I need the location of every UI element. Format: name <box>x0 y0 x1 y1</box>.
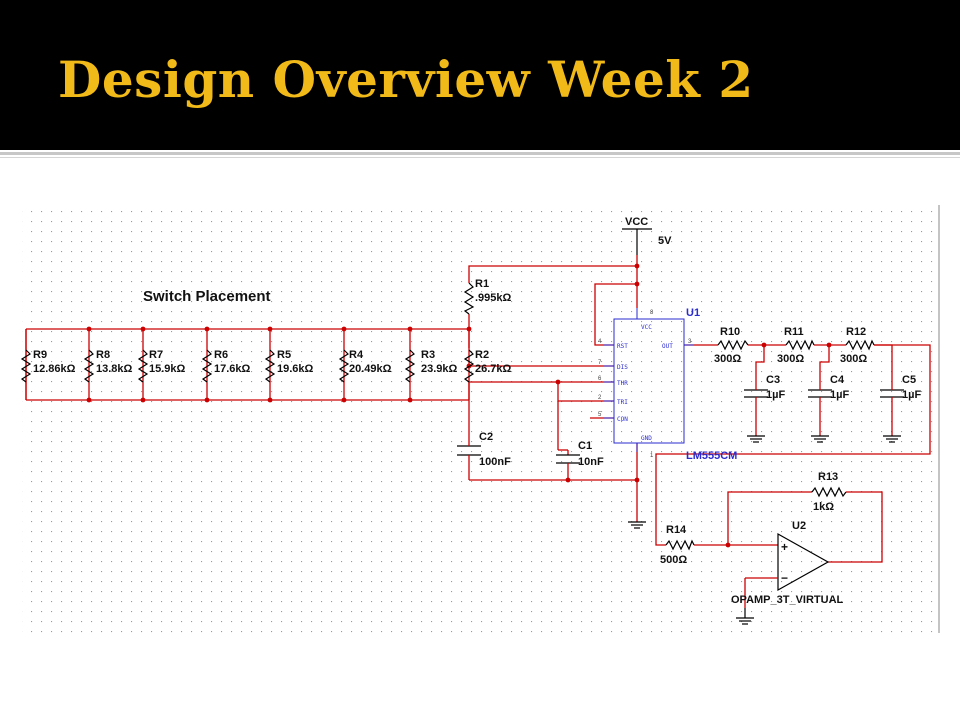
svg-text:C3: C3 <box>766 374 780 386</box>
svg-text:R3: R3 <box>421 349 435 361</box>
slide-title: Design Overview Week 2 <box>58 50 754 109</box>
svg-text:VCC: VCC <box>641 324 652 331</box>
title-bar: Design Overview Week 2 <box>0 0 960 150</box>
svg-text:1µF: 1µF <box>766 389 785 401</box>
resistor-r7: R7 15.9kΩ <box>137 329 186 400</box>
title-divider <box>0 152 960 155</box>
svg-text:R12: R12 <box>846 326 866 338</box>
svg-text:1: 1 <box>650 453 654 459</box>
svg-text:THR: THR <box>617 380 628 387</box>
svg-text:R8: R8 <box>96 349 110 361</box>
svg-text:R10: R10 <box>720 326 740 338</box>
svg-text:100nF: 100nF <box>479 456 511 468</box>
ground-symbols <box>628 435 901 625</box>
svg-text:19.6kΩ: 19.6kΩ <box>277 363 314 375</box>
grid-background <box>22 205 939 633</box>
switch-placement-label: Switch Placement <box>143 288 271 305</box>
capacitor-c1: C1 10nF <box>556 440 604 468</box>
svg-text:15.9kΩ: 15.9kΩ <box>149 363 186 375</box>
svg-text:CON: CON <box>617 416 628 423</box>
svg-text:R11: R11 <box>784 326 804 338</box>
svg-text:C2: C2 <box>479 431 493 443</box>
resistor-r3: R3 23.9kΩ <box>404 329 458 400</box>
svg-text:12.86kΩ: 12.86kΩ <box>33 363 76 375</box>
svg-text:C1: C1 <box>578 440 592 452</box>
svg-text:R13: R13 <box>818 471 838 483</box>
svg-text:5: 5 <box>598 412 602 418</box>
svg-text:VCC: VCC <box>625 216 648 228</box>
svg-text:3: 3 <box>688 339 692 345</box>
resistor-r9: R9 12.86kΩ <box>20 329 76 400</box>
svg-text:17.6kΩ: 17.6kΩ <box>214 363 251 375</box>
svg-text:5V: 5V <box>658 235 672 247</box>
svg-text:U2: U2 <box>792 520 806 532</box>
capacitor-c2: C2 100nF <box>457 431 511 468</box>
svg-text:GND: GND <box>641 435 652 442</box>
svg-text:500Ω: 500Ω <box>660 554 687 566</box>
svg-text:C5: C5 <box>902 374 916 386</box>
svg-text:DIS: DIS <box>617 364 628 371</box>
svg-text:.995kΩ: .995kΩ <box>475 292 512 304</box>
vcc-supply: VCC 5V <box>622 216 672 255</box>
svg-text:TRI: TRI <box>617 399 628 406</box>
svg-text:300Ω: 300Ω <box>714 353 741 365</box>
svg-text:13.8kΩ: 13.8kΩ <box>96 363 133 375</box>
resistor-r13: R13 1kΩ <box>811 471 847 513</box>
svg-text:R7: R7 <box>149 349 163 361</box>
timer-u1: VCC RST OUT DIS THR TRI CON GND 8 4 3 7 … <box>598 307 737 462</box>
wires <box>25 255 931 563</box>
svg-text:10nF: 10nF <box>578 456 604 468</box>
svg-text:RST: RST <box>617 343 628 350</box>
resistor-r6: R6 17.6kΩ <box>201 329 251 400</box>
resistor-r14: R14 500Ω <box>660 524 695 566</box>
opamp-u2: + − U2 OPAMP_3T_VIRTUAL <box>731 520 844 608</box>
svg-text:8: 8 <box>650 310 654 316</box>
svg-text:23.9kΩ: 23.9kΩ <box>421 363 458 375</box>
svg-text:−: − <box>781 571 788 585</box>
svg-text:R2: R2 <box>475 349 489 361</box>
resistor-r5: R5 19.6kΩ <box>264 329 314 400</box>
svg-text:1kΩ: 1kΩ <box>813 501 834 513</box>
filter-resistors: R10 300Ω R11 300Ω R12 300Ω <box>714 326 875 365</box>
resistor-ladder: R9 12.86kΩ R8 13.8kΩ R7 15.9kΩ R6 17.6kΩ R5 1… <box>20 329 512 400</box>
svg-text:OUT: OUT <box>662 343 673 350</box>
svg-text:R4: R4 <box>349 349 364 361</box>
svg-text:R14: R14 <box>666 524 687 536</box>
filter-capacitors: C3 1µF C4 1µF C5 1µF <box>744 374 921 402</box>
svg-text:1µF: 1µF <box>830 389 849 401</box>
svg-text:300Ω: 300Ω <box>777 353 804 365</box>
svg-text:U1: U1 <box>686 307 700 319</box>
resistor-r2: R2 26.7kΩ <box>463 329 512 400</box>
svg-text:26.7kΩ: 26.7kΩ <box>475 363 512 375</box>
svg-text:20.49kΩ: 20.49kΩ <box>349 363 392 375</box>
svg-text:1µF: 1µF <box>902 389 921 401</box>
svg-text:R1: R1 <box>475 278 489 290</box>
resistor-r4: R4 20.49kΩ <box>338 329 392 400</box>
svg-text:R5: R5 <box>277 349 291 361</box>
resistor-r1: R1 .995kΩ <box>463 278 512 315</box>
svg-text:R9: R9 <box>33 349 47 361</box>
svg-text:2: 2 <box>598 395 602 401</box>
svg-text:OPAMP_3T_VIRTUAL: OPAMP_3T_VIRTUAL <box>731 594 844 606</box>
svg-text:LM555CM: LM555CM <box>686 450 737 462</box>
svg-text:300Ω: 300Ω <box>840 353 867 365</box>
svg-text:6: 6 <box>598 376 602 382</box>
svg-text:4: 4 <box>598 339 602 345</box>
svg-text:C4: C4 <box>830 374 845 386</box>
resistor-r8: R8 13.8kΩ <box>83 329 133 400</box>
title-divider-thin <box>0 157 960 158</box>
svg-text:7: 7 <box>598 360 602 366</box>
svg-text:+: + <box>781 540 788 554</box>
svg-text:R6: R6 <box>214 349 228 361</box>
